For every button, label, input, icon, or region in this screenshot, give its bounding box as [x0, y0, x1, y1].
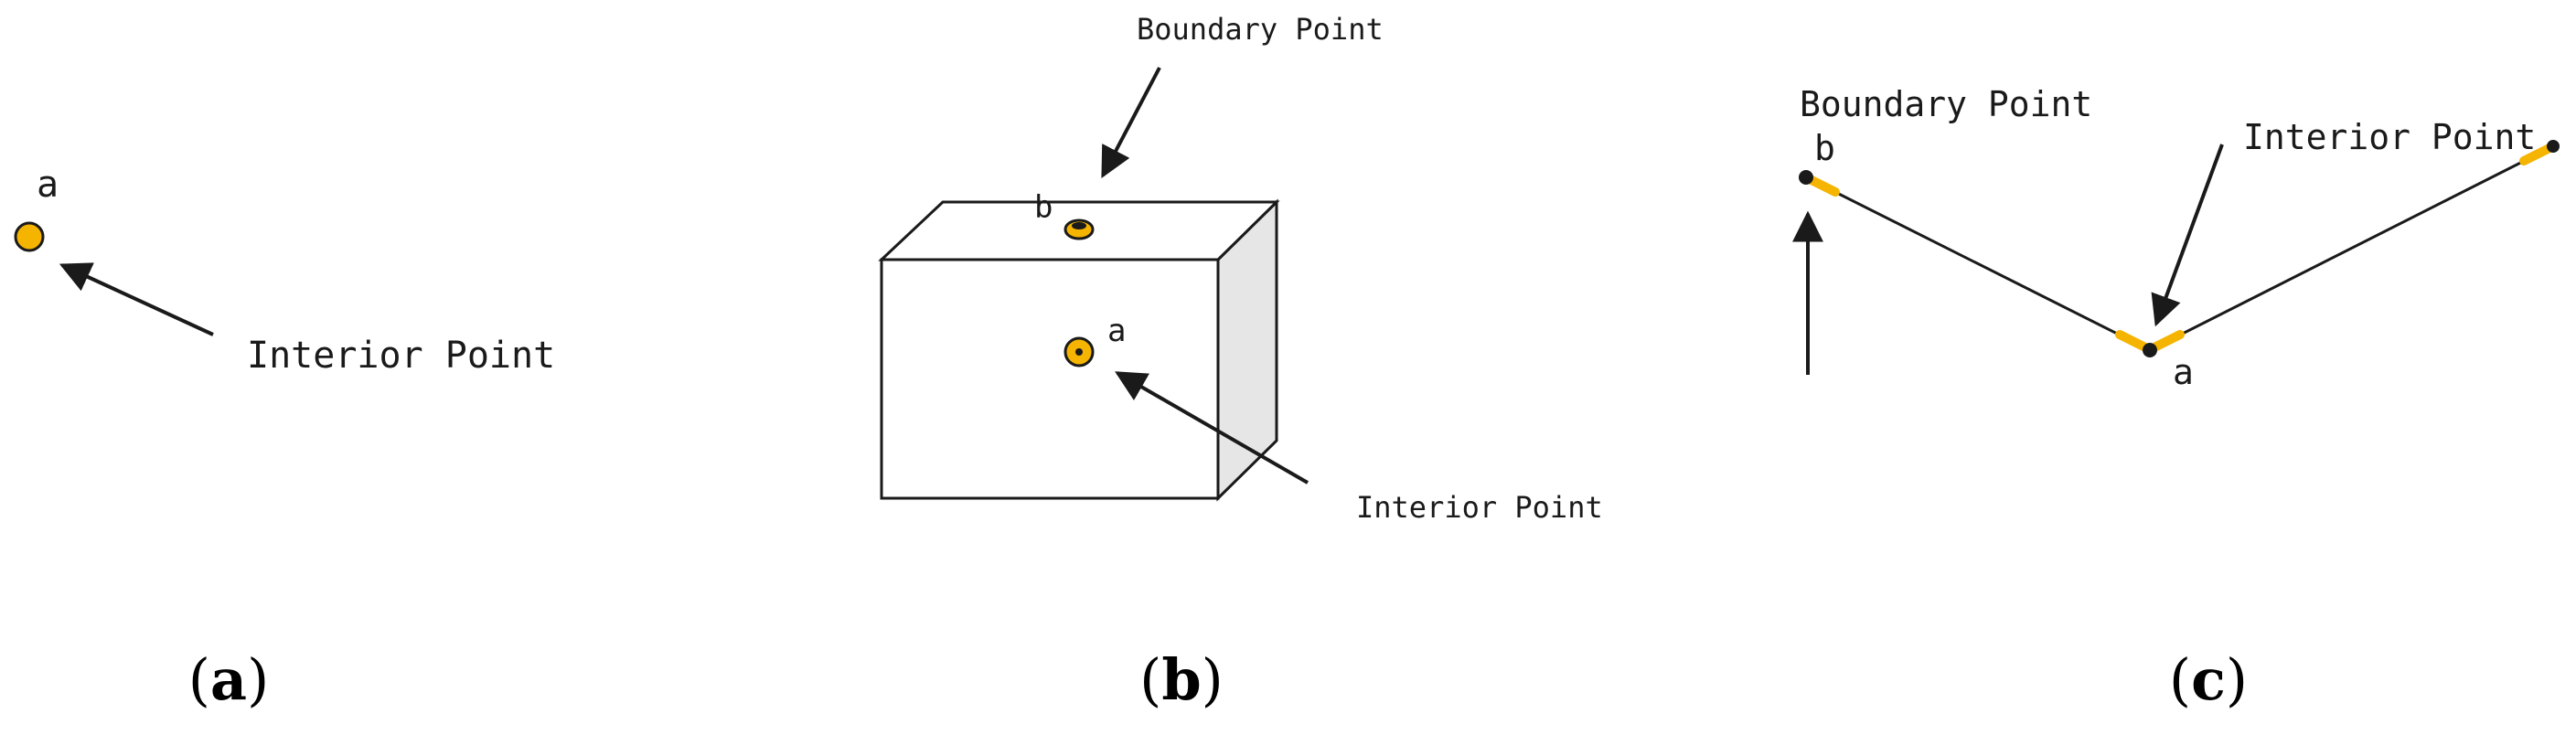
caption-b-close: ) — [1202, 646, 1224, 713]
box-front-face — [880, 258, 1220, 500]
panel-a-interior-point-marker — [14, 221, 45, 252]
panel-b-point-a-label: a — [1107, 313, 1126, 349]
panel-b-boundary-point-inner — [1072, 222, 1086, 229]
caption-c-open: ( — [2169, 646, 2191, 713]
panel-c-boundary-point-marker — [1799, 170, 1813, 185]
panel-b-interior-label: Interior Point — [1356, 490, 1603, 525]
panel-c-point-b-label: b — [1814, 128, 1835, 168]
caption-a-close: ) — [247, 646, 269, 713]
caption-b: (b) — [1139, 646, 1224, 713]
svg-text:(a): (a) — [188, 646, 270, 713]
panel-b-boundary-label: Boundary Point — [1137, 12, 1384, 47]
panel-c-highlight-end — [2519, 143, 2556, 165]
panel-a: a Interior Point — [14, 164, 555, 377]
caption-a: (a) — [188, 646, 270, 713]
panel-a-arrow — [59, 262, 214, 336]
svg-text:(c): (c) — [2169, 646, 2248, 713]
svg-text:(b): (b) — [1139, 646, 1224, 713]
panel-c-edge-left — [1805, 176, 2151, 352]
panel-b-boundary-arrow — [1101, 67, 1161, 179]
caption-c-letter: c — [2191, 646, 2226, 713]
panel-a-interior-label: Interior Point — [247, 335, 555, 377]
panel-c-point-a-label: a — [2173, 352, 2194, 392]
caption-a-open: ( — [188, 646, 210, 713]
caption-b-letter: b — [1161, 646, 1201, 713]
panel-c-highlight-a-right — [2148, 330, 2185, 353]
panel-b-interior-point-center — [1075, 348, 1083, 356]
caption-c-close: ) — [2226, 646, 2248, 713]
caption-c: (c) — [2169, 646, 2248, 713]
caption-b-open: ( — [1139, 646, 1161, 713]
panel-c-interior-arrow — [2151, 144, 2224, 327]
panel-b: b a Boundary Point Interior Point — [878, 12, 1603, 525]
panel-c-boundary-label: Boundary Point — [1800, 84, 2092, 124]
panel-b-point-b-label: b — [1034, 189, 1053, 226]
panel-a-point-label: a — [37, 164, 59, 206]
panel-b-interior-arrow — [1115, 371, 1309, 485]
panel-c-interior-point-marker — [2143, 343, 2157, 357]
panel-c-interior-label: Interior Point — [2243, 117, 2536, 157]
panel-c-edge-right — [2149, 144, 2554, 352]
panel-c-end-point-marker — [2547, 140, 2560, 153]
panel-c: Boundary Point b a Interior Point — [1792, 84, 2560, 392]
panel-c-highlight-a-left — [2115, 330, 2152, 353]
caption-a-letter: a — [210, 646, 247, 713]
